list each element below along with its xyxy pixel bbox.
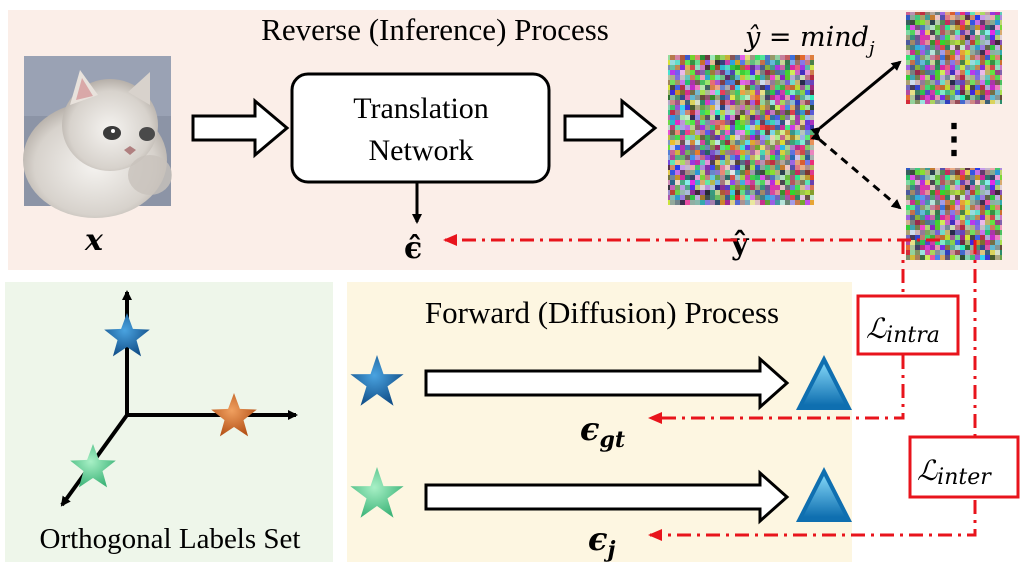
star-blue-forward	[350, 355, 404, 406]
red-line-to-eps-j	[648, 500, 977, 541]
dashed-match-arrow	[810, 131, 902, 210]
labels-caption: Orthogonal Labels Set	[40, 523, 301, 555]
candidate-noise-bottom	[906, 168, 1002, 260]
reverse-title: Reverse (Inference) Process	[261, 12, 609, 47]
loss-inter-box	[908, 435, 1020, 499]
labels-panel	[5, 282, 333, 562]
loss-inter-label: ℒinter	[917, 454, 992, 490]
hollow-arrow-network-to-output	[563, 97, 658, 159]
solid-match-arrow	[810, 60, 902, 137]
red-line-to-eps-gt	[648, 355, 905, 424]
translation-network-box	[290, 72, 551, 184]
star-green-forward	[350, 467, 404, 518]
loss-intra-label: ℒintra	[866, 312, 940, 348]
diffusion-arrow-bottom	[424, 469, 790, 525]
eps-gt-label: ϵgt	[580, 410, 625, 453]
eps-hat-label: ϵ̂	[404, 231, 422, 266]
candidate-noise-top	[906, 12, 1002, 104]
diffusion-arrow-top	[424, 355, 790, 411]
output-noise-image	[668, 55, 814, 205]
candidate-ellipsis: ⋮	[934, 115, 974, 162]
star-green-axis	[70, 444, 116, 488]
formula-text: ŷ = mindj	[744, 22, 875, 59]
eps-j-label: ϵj	[588, 520, 615, 563]
y-hat-label: ŷ	[730, 227, 750, 262]
star-orange-axis	[211, 393, 257, 437]
input-label: x	[84, 223, 104, 258]
star-blue-axis	[104, 313, 150, 357]
hollow-arrow-cat-to-network	[191, 97, 290, 159]
cat-image	[23, 56, 172, 218]
forward-title: Forward (Diffusion) Process	[425, 295, 779, 330]
loss-intra-box	[856, 294, 960, 356]
network-label-line1: Translation	[353, 92, 489, 125]
triangle-bottom	[796, 467, 852, 522]
network-label-line2: Network	[369, 134, 474, 167]
triangle-top	[796, 355, 852, 410]
